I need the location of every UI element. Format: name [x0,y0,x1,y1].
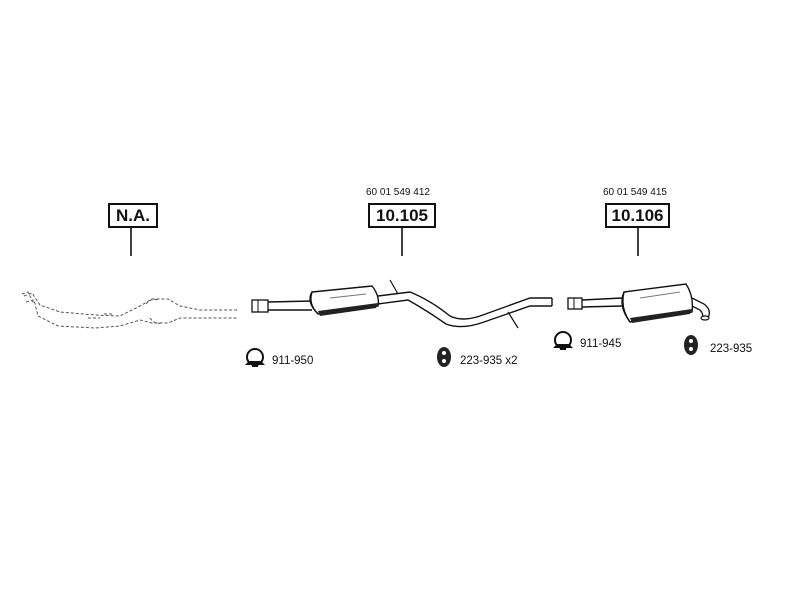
part-label-middle[interactable]: 10.105 [368,203,436,228]
oem-number-middle: 60 01 549 412 [366,187,430,198]
rubber-hanger-icon [437,347,451,367]
part-label-front[interactable]: N.A. [108,203,158,228]
accessory-code-hanger-rear[interactable]: 223-935 [710,343,753,355]
front-pipe-outline [21,291,238,329]
oem-number-rear: 60 01 549 415 [603,187,667,198]
accessory-code-clamp-middle[interactable]: 911-950 [272,355,314,367]
part-label-rear[interactable]: 10.106 [605,203,670,228]
rubber-hanger-icon [684,335,698,355]
accessory-code-hanger-middle[interactable]: 223-935 x2 [460,355,518,367]
middle-silencer-drawing [251,279,553,329]
clamp-icon [553,331,573,350]
rear-silencer-drawing [567,283,710,323]
clamp-icon [245,348,265,367]
accessory-code-clamp-rear[interactable]: 911-945 [580,338,622,350]
